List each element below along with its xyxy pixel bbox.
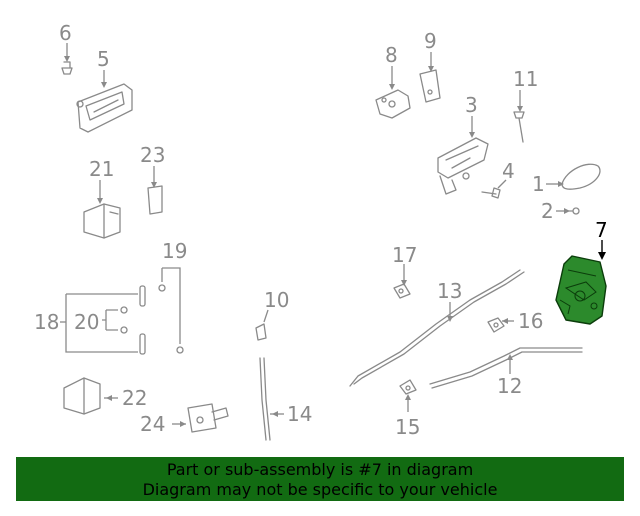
callout-19: 19 xyxy=(162,239,187,263)
part-14-rod xyxy=(259,357,271,441)
callout-20: 20 xyxy=(74,310,99,334)
callout-11: 11 xyxy=(513,67,538,91)
part-8-bracket xyxy=(375,89,411,119)
callout-9: 9 xyxy=(424,29,437,53)
part-7-lock-assembly[interactable] xyxy=(555,255,607,325)
callout-2: 2 xyxy=(541,199,554,223)
callout-23: 23 xyxy=(140,143,165,167)
callout-15: 15 xyxy=(395,415,420,439)
callout-3: 3 xyxy=(465,93,478,117)
banner-line-1: Part or sub-assembly is #7 in diagram xyxy=(166,460,474,479)
part-11-bolt xyxy=(513,111,525,143)
part-10-clip xyxy=(255,323,267,341)
part-12-rod xyxy=(429,347,583,389)
callout-21: 21 xyxy=(89,157,114,181)
part-19-clips xyxy=(158,267,184,354)
part-24-check xyxy=(187,403,229,433)
callout-24: 24 xyxy=(140,412,165,436)
part-16-clip xyxy=(487,317,505,333)
part-3-handle-bracket xyxy=(437,137,489,195)
callout-14: 14 xyxy=(287,402,312,426)
part-9-pad xyxy=(419,69,441,103)
callout-17: 17 xyxy=(392,243,417,267)
part-1-cap xyxy=(561,163,601,190)
part-5-inside-handle xyxy=(76,83,133,133)
callout-18: 18 xyxy=(34,310,59,334)
part-21-hinge xyxy=(83,203,121,239)
part-4-screw xyxy=(481,187,501,199)
part-17-clip xyxy=(393,283,411,299)
part-18-rods xyxy=(60,285,146,355)
callout-13: 13 xyxy=(437,279,462,303)
leader-arrowheads xyxy=(64,56,570,427)
info-banner: Part or sub-assembly is #7 in diagram Di… xyxy=(16,457,624,501)
part-20-clips xyxy=(102,306,128,334)
callout-22: 22 xyxy=(122,386,147,410)
callout-8: 8 xyxy=(385,43,398,67)
callout-7: 7 xyxy=(595,218,608,242)
part-15-clip xyxy=(399,379,417,395)
callout-1: 1 xyxy=(532,172,545,196)
part-13-rod xyxy=(349,269,525,387)
callout-5: 5 xyxy=(97,47,110,71)
callout-4: 4 xyxy=(502,159,515,183)
part-22-hinge xyxy=(63,377,101,415)
callout-12: 12 xyxy=(497,374,522,398)
callout-10: 10 xyxy=(264,288,289,312)
part-23-plate xyxy=(147,185,163,215)
callout-16: 16 xyxy=(518,309,543,333)
callout-6: 6 xyxy=(59,21,72,45)
part-6-screw xyxy=(61,61,73,75)
banner-line-2: Diagram may not be specific to your vehi… xyxy=(142,480,498,499)
